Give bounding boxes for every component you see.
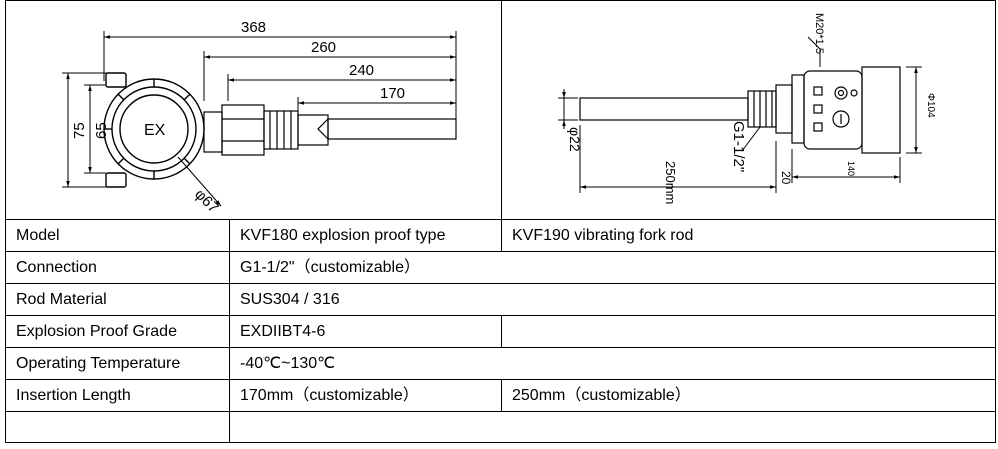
dim-170: 170 [380, 85, 405, 102]
drawing-cell-explosion-proof: 368 260 240 170 75 65 φ67 EX [5, 0, 502, 220]
dim-diameter-67: φ67 [191, 186, 222, 217]
spec-table: 368 260 240 170 75 65 φ67 EX [5, 0, 996, 443]
spec-label-empty [5, 411, 230, 443]
dim-75: 75 [71, 122, 88, 139]
fork-rod-dimension-drawing: M20*1.5 Φ104 φ22 G1-1/2" 250mm 20 140 [558, 13, 936, 204]
spec-row-empty [5, 411, 996, 443]
housing-ex-label: EX [144, 122, 166, 139]
dim-260: 260 [311, 39, 336, 56]
spec-value-model-kvf190: KVF190 vibrating fork rod [501, 219, 996, 252]
spec-row-operating-temperature: Operating Temperature -40℃~130℃ [5, 347, 996, 380]
fork-rod-dimension-lines [558, 36, 922, 193]
spec-value-connection: G1-1/2"（customizable） [229, 251, 996, 284]
spec-value-empty [229, 411, 996, 443]
dim-m20-thread: M20*1.5 [813, 13, 825, 54]
spec-value-explosion-proof-grade: EXDIIBT4-6 [229, 315, 502, 348]
spec-value-insertion-length-kvf180: 170mm（customizable） [229, 379, 502, 412]
spec-label-model: Model [5, 219, 230, 252]
dim-240: 240 [349, 62, 374, 79]
spec-label-insertion-length: Insertion Length [5, 379, 230, 412]
spec-row-rod-material: Rod Material SUS304 / 316 [5, 283, 996, 316]
spec-label-operating-temperature: Operating Temperature [5, 347, 230, 380]
spec-row-insertion-length: Insertion Length 170mm（customizable） 250… [5, 379, 996, 412]
dim-368: 368 [241, 19, 266, 36]
dim-20: 20 [779, 171, 793, 185]
explosion-proof-housing [103, 72, 205, 188]
dim-diameter-22: φ22 [567, 127, 583, 152]
spec-label-rod-material: Rod Material [5, 283, 230, 316]
drawings-row: 368 260 240 170 75 65 φ67 EX [5, 0, 996, 220]
explosion-proof-dimension-drawing: 368 260 240 170 75 65 φ67 EX [62, 19, 457, 217]
dim-diameter-104: Φ104 [925, 93, 936, 118]
spec-value-rod-material: SUS304 / 316 [229, 283, 996, 316]
dim-140: 140 [846, 161, 856, 176]
dimension-lines [62, 31, 457, 207]
spec-label-connection: Connection [5, 251, 230, 284]
spec-row-explosion-proof-grade: Explosion Proof Grade EXDIIBT4-6 [5, 315, 996, 348]
spec-value-explosion-proof-grade-empty [501, 315, 996, 348]
spec-label-explosion-proof-grade: Explosion Proof Grade [5, 315, 230, 348]
spec-value-model-kvf180: KVF180 explosion proof type [229, 219, 502, 252]
spec-value-insertion-length-kvf190: 250mm（customizable） [501, 379, 996, 412]
spec-row-connection: Connection G1-1/2"（customizable） [5, 251, 996, 284]
probe-body [203, 104, 457, 156]
spec-row-model: Model KVF180 explosion proof type KVF190… [5, 219, 996, 252]
drawing-cell-fork-rod: M20*1.5 Φ104 φ22 G1-1/2" 250mm 20 140 [501, 0, 996, 220]
dim-65: 65 [93, 122, 110, 139]
spec-value-operating-temperature: -40℃~130℃ [229, 347, 996, 380]
dim-g1-thread: G1-1/2" [730, 121, 747, 172]
dim-250mm: 250mm [663, 161, 678, 204]
fork-rod-body [579, 66, 901, 154]
